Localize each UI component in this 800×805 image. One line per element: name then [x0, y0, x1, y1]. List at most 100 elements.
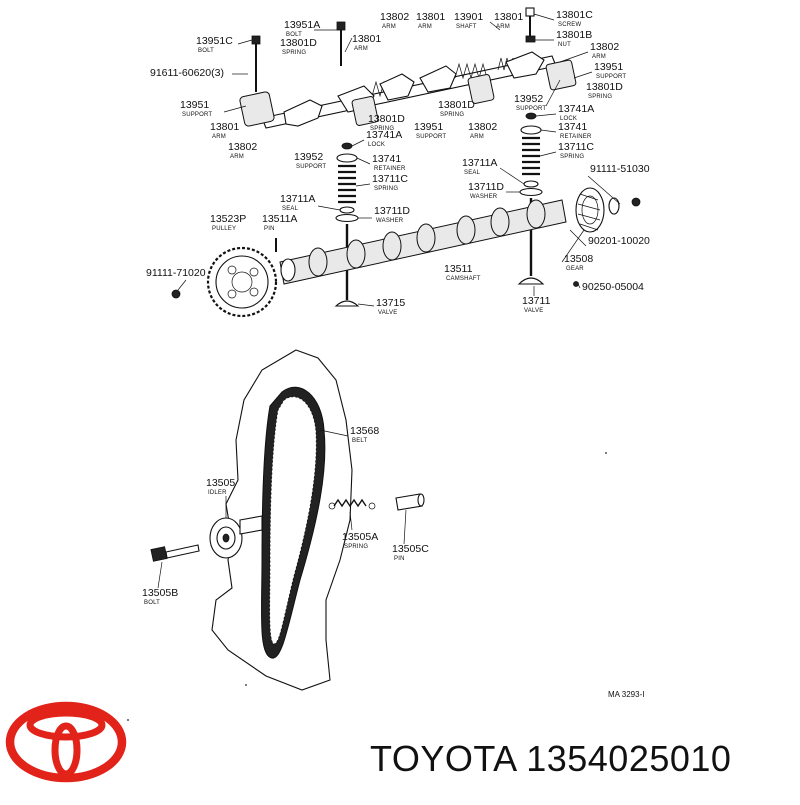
valve-spring-left: [338, 164, 356, 204]
leader-line: [539, 151, 557, 157]
leader-line: [344, 37, 353, 53]
callout-part-name: SCREW: [558, 22, 581, 28]
callout-number: 13802: [468, 121, 497, 133]
callout-number: 90250-05004: [582, 281, 644, 293]
leader-line: [177, 279, 187, 291]
shaft-support-right: [545, 59, 577, 91]
callout-number: 13801: [210, 121, 239, 133]
valve-lock-right: [525, 112, 537, 120]
diagram-code: MA 3293-I: [608, 690, 644, 699]
distributor-gear: [575, 187, 605, 233]
callout-90201-10020: 90201-10020: [569, 229, 650, 247]
callout-number: 13952: [514, 93, 543, 105]
callout-part-name: BOLT: [286, 32, 302, 38]
valve-washer-right: [519, 187, 543, 197]
callout-number: 13802: [380, 11, 409, 23]
callout-91111-71020: 91111-71020: [146, 267, 206, 291]
rocker-arm-3: [379, 73, 415, 101]
leader-line: [573, 71, 593, 79]
callout-part-name: IDLER: [208, 490, 227, 496]
leader-line: [317, 205, 341, 211]
callout-number: 13711A: [462, 157, 497, 169]
callout-part-name: CAMSHAFT: [446, 276, 481, 282]
engine-block-outline: [211, 349, 353, 691]
callout-number: 13711: [522, 295, 551, 307]
callout-part-name: WASHER: [376, 218, 404, 224]
pin-90250-05004: [573, 281, 579, 287]
callout-part-name: SUPPORT: [182, 112, 212, 118]
callout-number: 13711C: [372, 173, 408, 185]
leader-line: [349, 511, 353, 531]
leader-line: [540, 129, 557, 133]
gear-washer: [608, 197, 620, 215]
callout-number: 13741A: [558, 103, 594, 115]
callout-number: 13951: [180, 99, 209, 111]
callout-number: 13951: [414, 121, 443, 133]
callout-part-name: ARM: [592, 54, 606, 60]
callout-number: 13568: [350, 425, 379, 437]
valve-lock-left: [341, 142, 353, 150]
callout-number: 91111-51030: [590, 163, 650, 175]
callout-part-name: SUPPORT: [596, 74, 626, 80]
adjust-nut: [525, 35, 536, 43]
valve-13711: [517, 277, 545, 285]
callout-part-name: ARM: [470, 134, 484, 140]
shaft-support-left: [239, 91, 275, 127]
camshaft-nose: [280, 258, 296, 282]
part-number: 1354025010: [526, 738, 732, 779]
callout-number: 91111-71020: [146, 267, 206, 279]
callout-part-name: GEAR: [566, 266, 584, 272]
idler-bolt-13505b: [165, 544, 200, 559]
callout-part-name: PIN: [264, 226, 275, 232]
leader-line: [157, 561, 163, 589]
valve-seal-right: [523, 180, 539, 188]
callout-part-name: SPRING: [440, 112, 464, 118]
callout-part-name: ARM: [418, 24, 432, 30]
leader-line: [577, 283, 581, 289]
callout-number: 13801D: [586, 81, 623, 93]
callout-part-name: RETAINER: [560, 134, 592, 140]
leader-line: [561, 229, 585, 263]
callout-number: 91611-60620(3): [150, 67, 224, 79]
callout-part-name: BELT: [352, 438, 367, 444]
leader-line: [355, 183, 371, 187]
leader-line: [403, 509, 407, 545]
callout-part-name: PULLEY: [212, 226, 236, 232]
callout-90250-05004: 90250-05004: [577, 281, 644, 293]
leader-line: [319, 429, 349, 437]
callout-number: 13801: [494, 11, 523, 23]
callout-part-name: ARM: [496, 24, 510, 30]
callout-part-name: SUPPORT: [296, 164, 326, 170]
leader-line: [559, 51, 589, 63]
leader-line: [499, 167, 525, 185]
callout-part-name: ARM: [354, 46, 368, 52]
callout-number: 13801B: [556, 29, 592, 41]
callout-number: 13801D: [280, 37, 317, 49]
callout-part-name: LOCK: [368, 142, 385, 148]
